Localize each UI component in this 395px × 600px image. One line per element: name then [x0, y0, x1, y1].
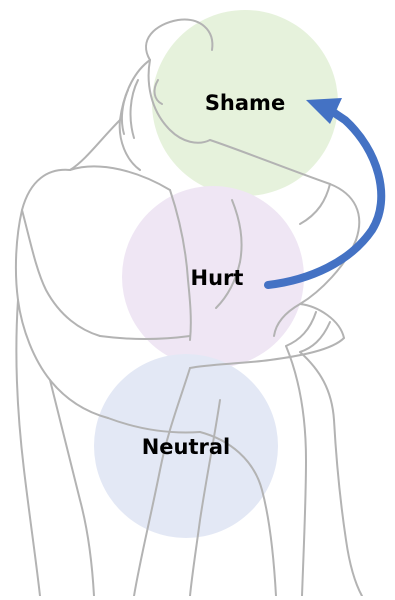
- hurt-label: Hurt: [191, 266, 244, 290]
- shame-label: Shame: [205, 91, 285, 115]
- neutral-label: Neutral: [142, 435, 231, 459]
